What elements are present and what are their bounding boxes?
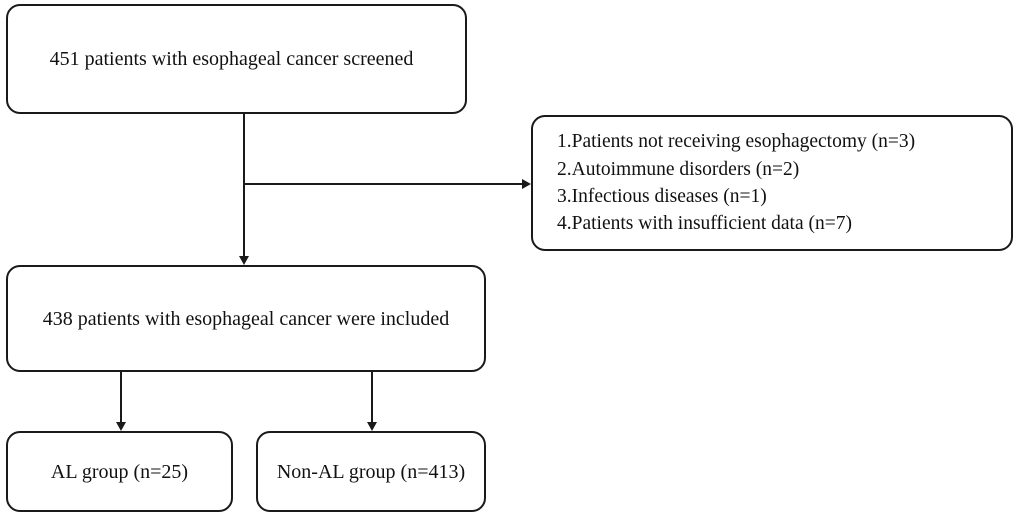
non-al-group-box: Non-AL group (n=413) (256, 431, 486, 512)
screened-patients-text: 451 patients with esophageal cancer scre… (49, 48, 414, 70)
exclusion-item: 1.Patients not receiving esophagectomy (… (557, 131, 916, 153)
al-group-box: AL group (n=25) (6, 431, 233, 512)
exclusion-list: 1.Patients not receiving esophagectomy (… (557, 130, 915, 236)
screened-patients-box: 451 patients with esophageal cancer scre… (6, 4, 467, 114)
included-patients-box: 438 patients with esophageal cancer were… (6, 265, 486, 372)
al-group-text: AL group (n=25) (50, 460, 189, 483)
arrowhead-to-exclusion (522, 179, 531, 189)
exclusion-item: 4.Patients with insufficient data (n=7) (557, 213, 852, 235)
arrowhead-to-al (116, 422, 126, 431)
included-patients-text: 438 patients with esophageal cancer were… (42, 307, 450, 330)
exclusion-item: 3.Infectious diseases (n=1) (557, 186, 767, 207)
arrowhead-to-included (239, 256, 249, 265)
exclusion-criteria-box: 1.Patients not receiving esophagectomy (… (531, 115, 1013, 251)
non-al-group-text: Non-AL group (n=413) (276, 460, 466, 483)
exclusion-item: 2.Autoimmune disorders (n=2) (557, 158, 800, 180)
arrowhead-to-non-al (367, 422, 377, 431)
